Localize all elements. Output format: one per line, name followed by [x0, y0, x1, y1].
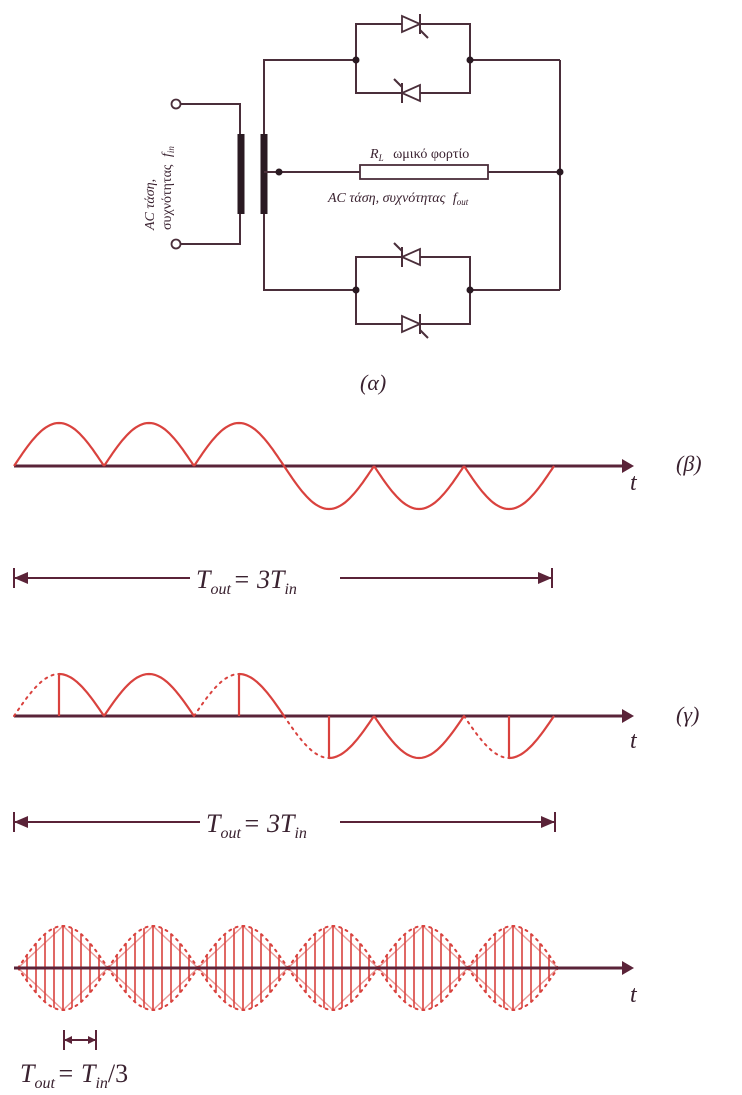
dimension-arrow-left: [14, 572, 28, 584]
input-label-line1: AC τάση,: [143, 179, 158, 231]
output-fout-sub: out: [457, 197, 469, 207]
load-resistor: [359, 164, 489, 180]
output-fout-symbol: f: [453, 191, 459, 206]
thyristor-icon: [399, 83, 421, 103]
dimension-arrow-left: [64, 1036, 72, 1044]
secondary-wire-top: [263, 59, 356, 134]
output-waveform-b: [13, 421, 555, 511]
svg-text:AC τάση,: AC τάση,: [143, 179, 158, 231]
svg-text:AC τάση, συχνότητας fout: AC τάση, συχνότητας fout: [327, 191, 469, 207]
axis-arrowhead: [622, 709, 634, 723]
axis-label-t: t: [630, 982, 638, 1008]
input-fin-symbol: f: [160, 151, 175, 157]
input-terminal-top: [170, 98, 182, 110]
axis-label-t: t: [630, 470, 638, 496]
load-label: ωμικό φορτίο: [393, 147, 469, 162]
thyristor-icon: [401, 314, 423, 334]
circuit-diagram: AC τάση, συχνότητας fin RL ωμικό φορτίο …: [143, 14, 564, 395]
period-label-b: Tout= 3Tin: [196, 565, 297, 598]
panel-label-a: (α): [360, 370, 386, 395]
period-label-d: Tout= Tin/3: [20, 1059, 128, 1092]
secondary-wire-bottom: [263, 214, 356, 291]
input-wire-bottom: [181, 212, 241, 245]
axis-label-t: t: [630, 728, 638, 754]
axis-arrowhead: [622, 459, 634, 473]
panel-label-b: (β): [676, 451, 702, 476]
dimension-arrow-left: [14, 816, 28, 828]
input-fin-sub: in: [166, 146, 176, 154]
thyristor-icon: [401, 14, 423, 34]
input-terminal-bottom: [170, 238, 182, 250]
axis-arrowhead: [622, 961, 634, 975]
svg-text:RL ωμικό φορτίο: RL ωμικό φορτίο: [369, 147, 469, 165]
load-symbol: R: [369, 147, 379, 162]
output-label: AC τάση, συχνότητας: [327, 191, 446, 206]
waveform-b: t (β) Tout= 3Tin: [13, 421, 702, 598]
dimension-arrow-right: [538, 572, 552, 584]
thyristor-icon: [399, 247, 421, 267]
input-waveform-dotted-c: [13, 673, 510, 759]
dimension-arrow-right: [541, 816, 555, 828]
svg-text:συχνότητας fin: συχνότητας fin: [160, 146, 176, 230]
waveform-d: t Tout= Tin/3: [14, 924, 638, 1092]
bottom-thyristor-pair: [352, 242, 560, 339]
input-wire-top: [181, 103, 241, 136]
input-label-line2: συχνότητας: [160, 164, 175, 230]
period-label-c: Tout= 3Tin: [206, 809, 307, 842]
load-symbol-sub: L: [378, 153, 384, 163]
waveform-c: t (γ) Tout= 3Tin: [13, 672, 699, 842]
output-waveform-c: [57, 672, 555, 760]
top-thyristor-pair: [352, 14, 560, 103]
panel-label-c: (γ): [676, 702, 699, 727]
dimension-arrow-right: [88, 1036, 96, 1044]
